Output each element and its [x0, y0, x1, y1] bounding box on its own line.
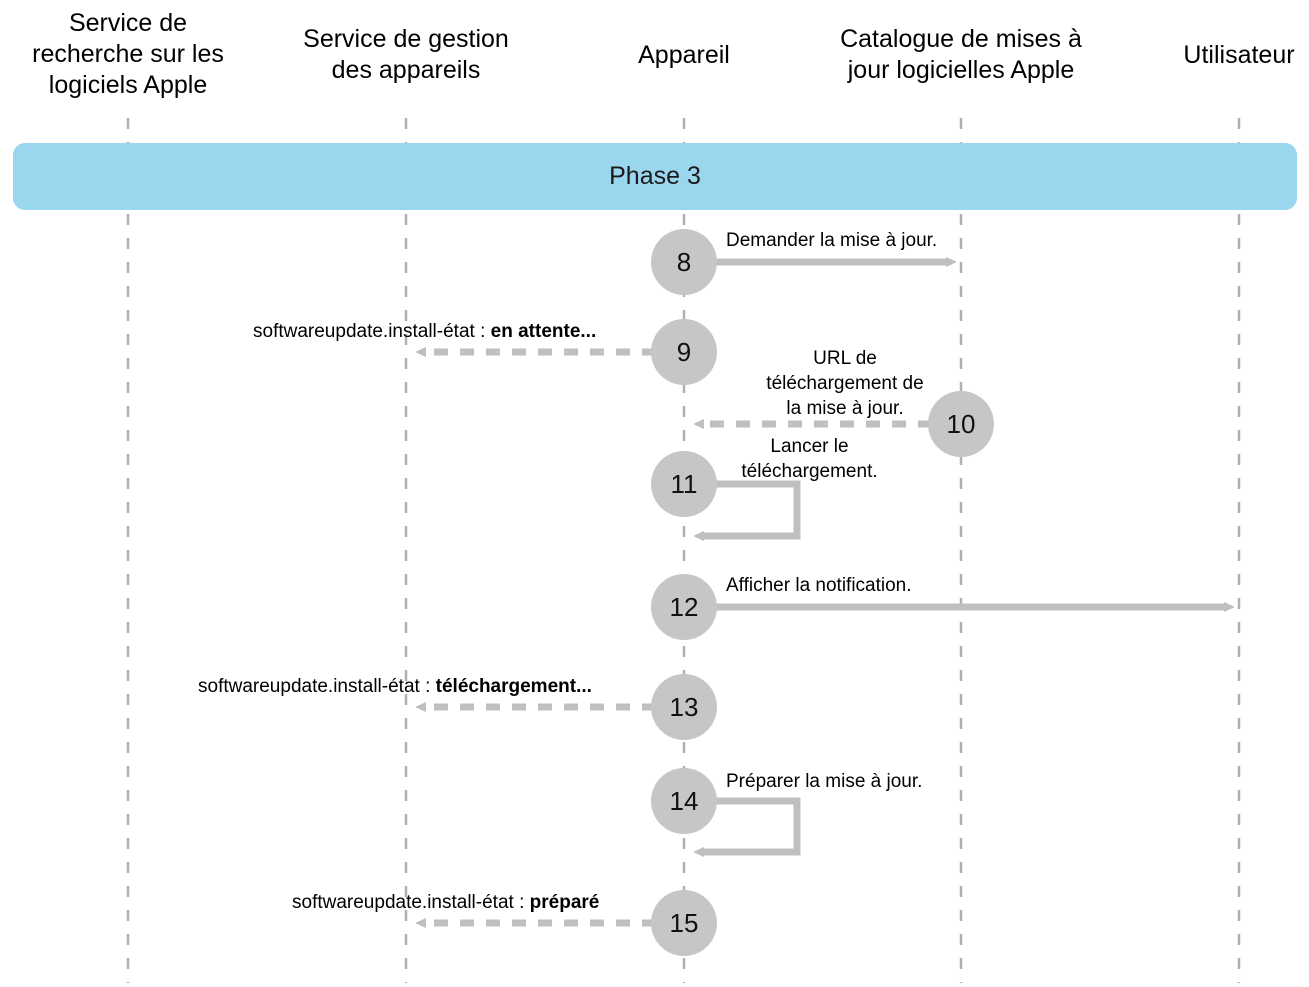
step-badge-13[interactable]: 13: [651, 674, 717, 740]
step-badge-12[interactable]: 12: [651, 574, 717, 640]
step-badge-15-number: 15: [669, 907, 699, 938]
message-label-13-value: téléchargement...: [435, 676, 592, 697]
lifeline-header-user: Utilisateur: [1149, 40, 1309, 71]
lifeline-header-catalog: Catalogue de mises à jour logicielles Ap…: [821, 24, 1101, 86]
message-label-15-value: préparé: [529, 892, 600, 913]
step-badge-12-number: 12: [669, 591, 699, 622]
message-label-9: softwareupdate.install-état : en attente…: [253, 319, 596, 344]
phase-banner: Phase 3: [13, 143, 1297, 210]
message-label-13: softwareupdate.install-état : télécharge…: [198, 674, 592, 699]
lifeline-header-device-label: Appareil: [638, 41, 730, 69]
message-label-14: Préparer la mise à jour.: [726, 769, 922, 794]
lifeline-header-device: Appareil: [584, 40, 784, 71]
message-label-12-plain: Afficher la notification.: [726, 575, 912, 596]
phase-banner-label: Phase 3: [609, 162, 701, 190]
lifeline-header-catalog-label: Catalogue de mises à jour logicielles Ap…: [840, 25, 1082, 84]
lifeline-header-user-label: Utilisateur: [1183, 41, 1295, 69]
step-badge-9[interactable]: 9: [651, 319, 717, 385]
message-label-13-plain: softwareupdate.install-état :: [198, 676, 436, 697]
step-badge-14[interactable]: 14: [651, 768, 717, 834]
lifeline-header-mdm-label: Service de gestion des appareils: [303, 25, 509, 84]
message-label-9-plain: softwareupdate.install-état :: [253, 321, 491, 342]
step-badge-8[interactable]: 8: [651, 229, 717, 295]
step-badge-13-number: 13: [669, 691, 699, 722]
message-label-8: Demander la mise à jour.: [726, 228, 937, 253]
message-label-12: Afficher la notification.: [726, 573, 912, 598]
message-label-11: Lancer le téléchargement.: [722, 434, 897, 484]
arrow-step-14: [703, 797, 801, 852]
step-badge-11[interactable]: 11: [651, 451, 717, 517]
step-badge-11-number: 11: [670, 468, 698, 499]
step-badge-8-number: 8: [676, 246, 692, 277]
message-label-11-plain: Lancer le téléchargement.: [741, 436, 878, 482]
message-label-10: URL de téléchargement de la mise à jour.: [760, 346, 930, 421]
step-badge-10-number: 10: [946, 408, 976, 439]
step-badge-9-number: 9: [676, 336, 692, 367]
step-badge-14-number: 14: [669, 785, 699, 816]
message-label-10-plain: URL de téléchargement de la mise à jour.: [766, 348, 924, 419]
lifeline-header-mdm: Service de gestion des appareils: [286, 24, 526, 86]
step-badge-15[interactable]: 15: [651, 890, 717, 956]
message-label-15: softwareupdate.install-état : préparé: [292, 890, 599, 915]
message-label-15-plain: softwareupdate.install-état :: [292, 892, 530, 913]
lifeline-header-lookup-label: Service de recherche sur les logiciels A…: [32, 9, 224, 99]
message-label-9-value: en attente...: [490, 321, 597, 342]
message-label-14-plain: Préparer la mise à jour.: [726, 771, 923, 792]
message-label-8-plain: Demander la mise à jour.: [726, 230, 938, 251]
arrow-step-11: [703, 480, 801, 536]
lifeline-header-lookup: Service de recherche sur les logiciels A…: [18, 8, 238, 101]
step-badge-10[interactable]: 10: [928, 391, 994, 457]
